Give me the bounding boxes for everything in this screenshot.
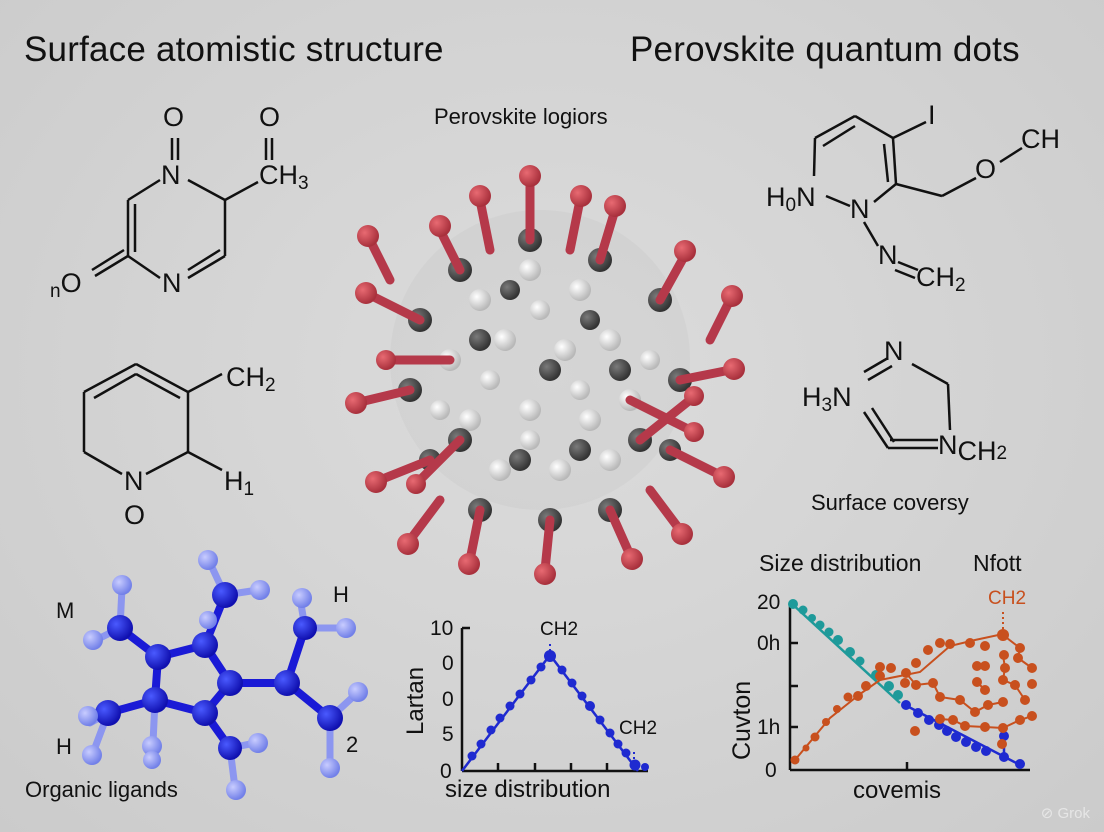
atom-label: O [975, 154, 997, 184]
atom-label-h1: H1 [224, 466, 255, 500]
atom-label-ch2: CH2 [916, 262, 966, 296]
atom-label-h3n: H3N [802, 382, 852, 416]
atom-label: I [928, 100, 936, 130]
ligand-label-m: M [56, 598, 75, 623]
atom-label: N [161, 160, 181, 190]
chart2-ytick: 20 [757, 591, 781, 614]
center-panel-label: Perovskite logiors [434, 104, 608, 129]
atom-label-ch2: CH2 [226, 362, 276, 396]
atom-label: O [259, 102, 281, 132]
chart2-ytick: 0h [757, 632, 781, 655]
atom-label-no: nO [50, 268, 82, 302]
chart1-annotation-peak: CH2 [540, 619, 579, 640]
chart1-ytick: 0 [440, 760, 452, 783]
atom-label: N [884, 336, 904, 366]
atom-label: CH [1021, 124, 1060, 154]
chart2-title: Size distribution [759, 550, 922, 576]
molecule-top-right [812, 114, 1023, 280]
atom-label: N [850, 194, 870, 224]
chart2-ytick: 0 [765, 759, 777, 782]
molecule-mid-right [862, 356, 952, 450]
title-right: Perovskite quantum dots [630, 30, 1020, 69]
chart2-ylabel: Cuvton [728, 680, 756, 760]
chart1-ytick: 0 [442, 688, 454, 711]
molecule-mid-left [82, 362, 223, 476]
ligand-label-h: H [333, 582, 349, 607]
mid-right-caption: Surface coversy [811, 490, 969, 515]
chart1-ytick: 0 [442, 652, 454, 675]
ligand-label-2: 2 [346, 732, 359, 757]
chart-size-distribution [460, 626, 649, 773]
organic-ligands-caption: Organic ligands [25, 777, 178, 802]
atom-label-h0n: H0N [766, 182, 816, 216]
chart2-annotation: CH2 [988, 588, 1027, 609]
atom-label: N [878, 240, 898, 270]
perovskite-nanocluster [345, 165, 745, 585]
chart1-annotation-tail: CH2 [619, 718, 658, 739]
title-left: Surface atomistic structure [24, 30, 444, 69]
watermark-text: Grok [1057, 805, 1090, 822]
chart2-xlabel: covemis [853, 777, 942, 804]
atom-label: O [124, 500, 146, 530]
atom-label: O [163, 102, 185, 132]
chart2-ytick: 1h [757, 716, 781, 739]
organic-ligand-model [78, 550, 368, 800]
chart1-xlabel: size distribution [445, 776, 611, 803]
chart1-ytick: 5 [442, 723, 454, 746]
atom-label: N [124, 466, 144, 496]
watermark: ⊘ Grok [1041, 804, 1090, 822]
molecule-top-left [91, 138, 274, 280]
chart1-ytick: 10 [430, 617, 454, 640]
chart2-title-suffix: Nfott [973, 550, 1022, 576]
grok-logo-icon: ⊘ [1040, 805, 1054, 822]
atom-label: N [162, 268, 182, 298]
atom-label-ch3: CH3 [259, 160, 309, 194]
atom-label-nch2: NCH2 [938, 430, 1008, 466]
ligand-label-h: H [56, 734, 72, 759]
